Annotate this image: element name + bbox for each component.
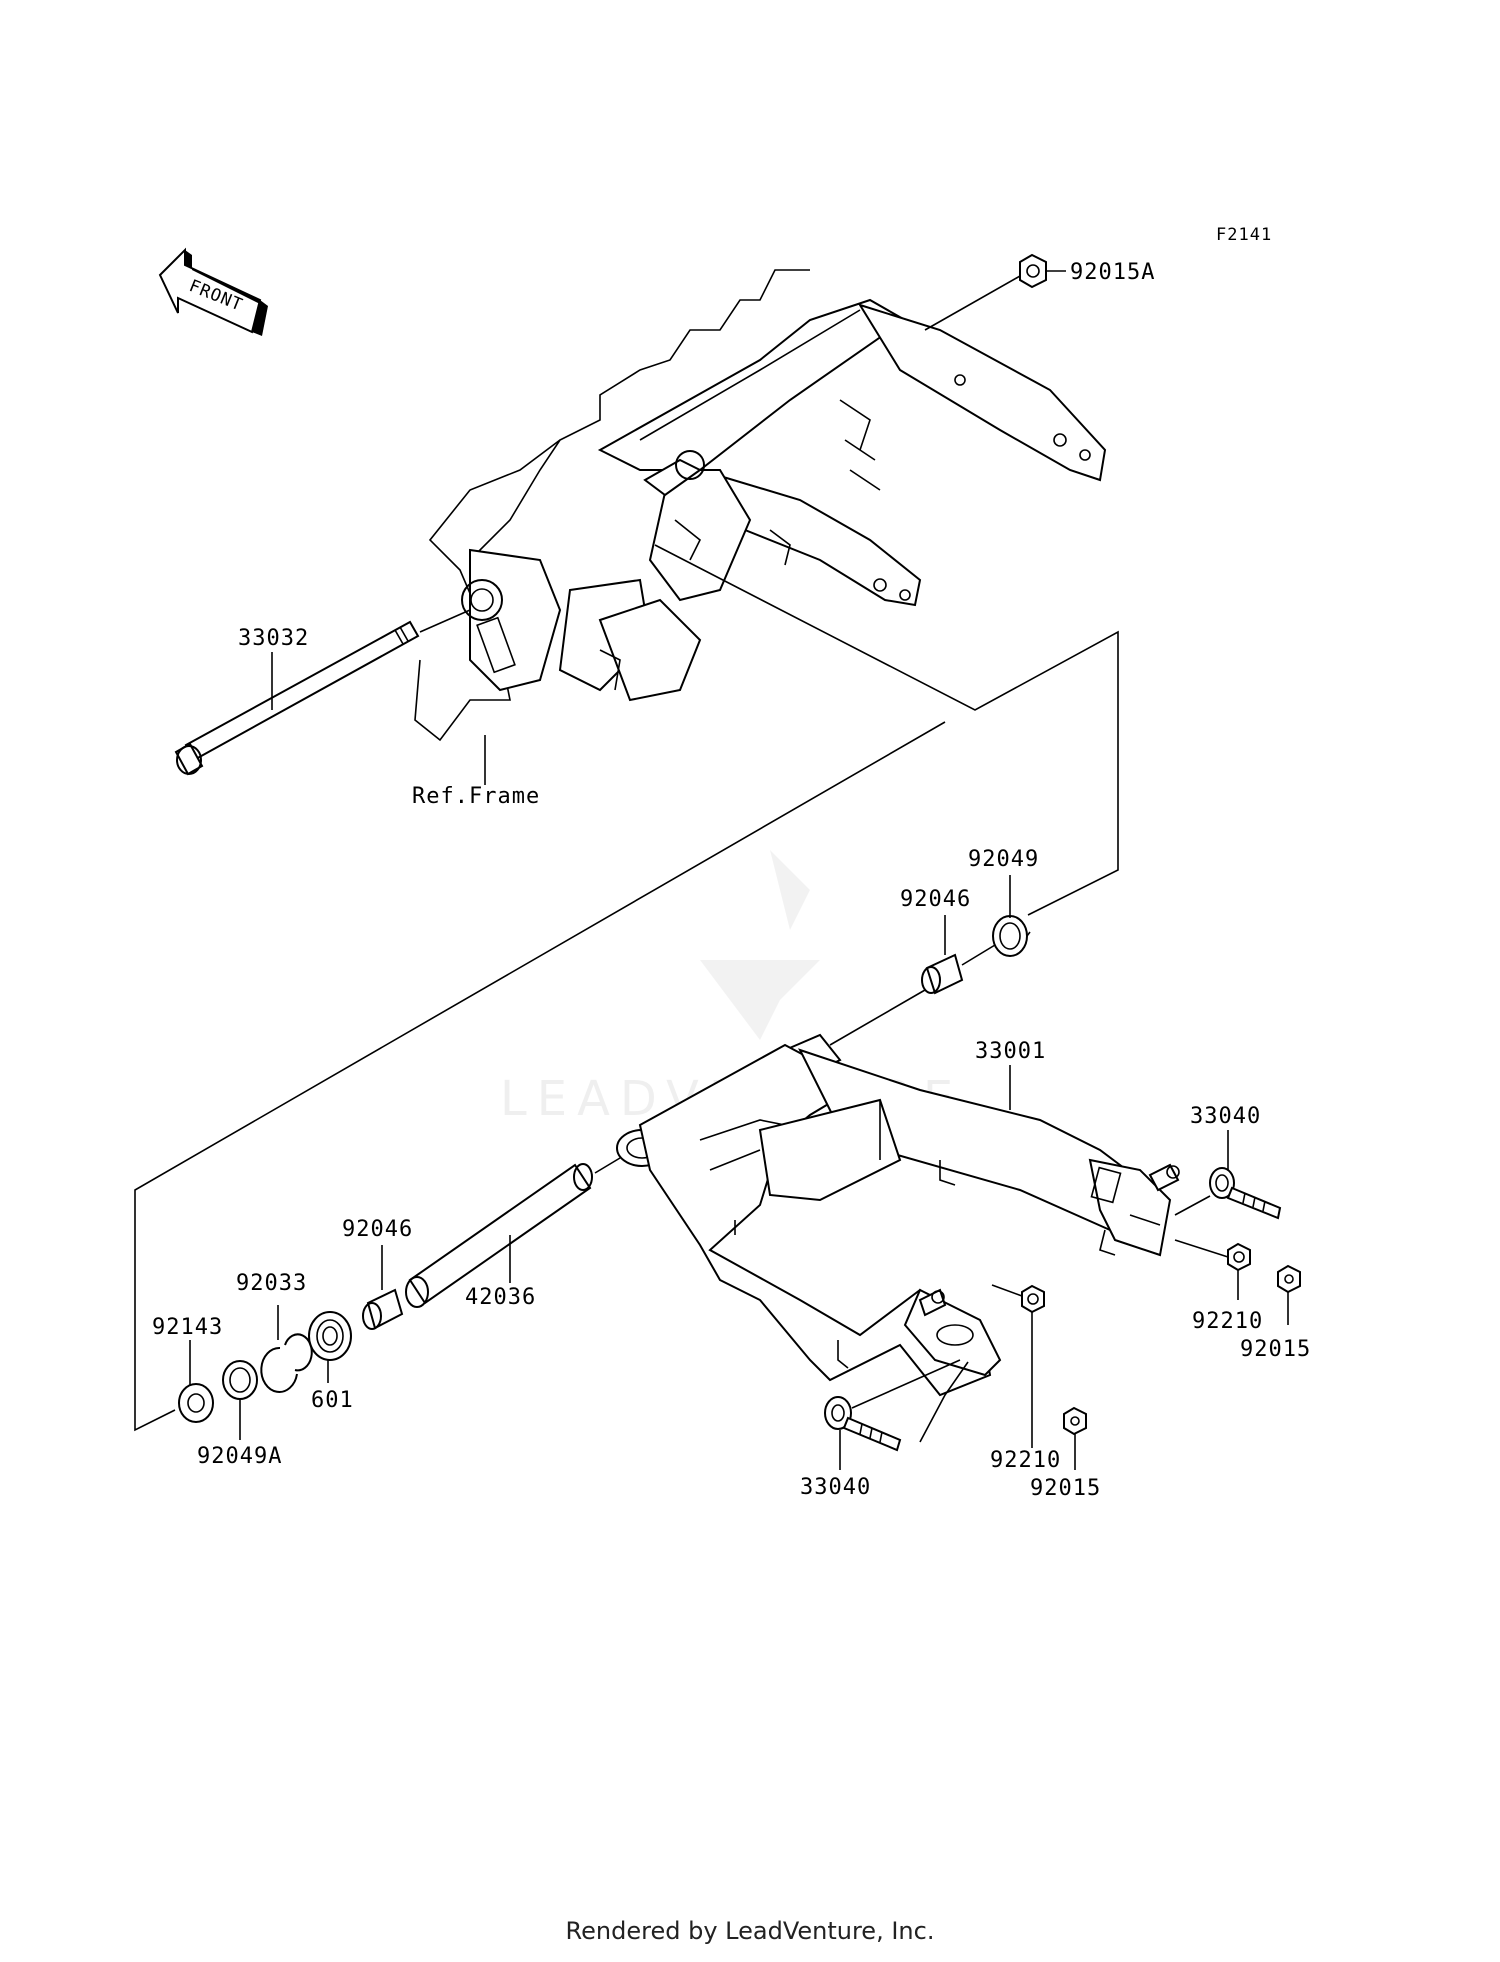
callout-92033: 92033 [236,1271,307,1296]
callout-92046-left: 92046 [342,1217,413,1242]
seal-92049-top [992,915,1028,957]
callout-33040-bottom: 33040 [800,1475,871,1500]
bushing-92046-top [921,953,964,995]
callout-42036: 42036 [465,1285,536,1310]
callout-33040-right: 33040 [1190,1104,1261,1129]
nut-92015-bottom [1063,1406,1087,1436]
swingarm-33001 [616,1033,1180,1397]
diagram-code: F2141 [1216,225,1272,245]
callout-92049-top: 92049 [968,847,1039,872]
callout-33032: 33032 [238,626,309,651]
sleeve-42036 [405,1163,593,1308]
pivot-shaft-33032 [174,620,420,776]
footer-credit: Rendered by LeadVenture, Inc. [565,1917,935,1945]
callout-92015-right: 92015 [1240,1337,1311,1362]
bearing-601 [308,1311,352,1361]
front-arrow-icon: FRONT [158,247,268,336]
seal-92049A [222,1360,258,1400]
callout-92210-bottom: 92210 [990,1448,1061,1473]
collar-92143 [178,1383,214,1423]
nut-92210-right [1227,1242,1251,1272]
nut-92015-right [1277,1264,1301,1294]
nut-92015A [1019,253,1047,289]
callout-92015-bottom: 92015 [1030,1476,1101,1501]
callout-92210-right: 92210 [1192,1309,1263,1334]
chain-adjuster-33040-bottom [824,1396,902,1452]
chain-adjuster-33040-right [1209,1167,1282,1220]
bushing-92046-left [362,1288,404,1330]
circlip-92033 [260,1333,313,1393]
ref-frame-label: Ref.Frame [412,784,540,809]
callout-92049A: 92049A [197,1444,282,1469]
callout-33001: 33001 [975,1039,1046,1064]
callout-92046-top: 92046 [900,887,971,912]
frame-illustration [414,269,1107,742]
callout-92143: 92143 [152,1315,223,1340]
callout-601: 601 [311,1388,354,1413]
nut-92210-bottom [1021,1284,1045,1314]
callout-92015A: 92015A [1070,260,1155,285]
